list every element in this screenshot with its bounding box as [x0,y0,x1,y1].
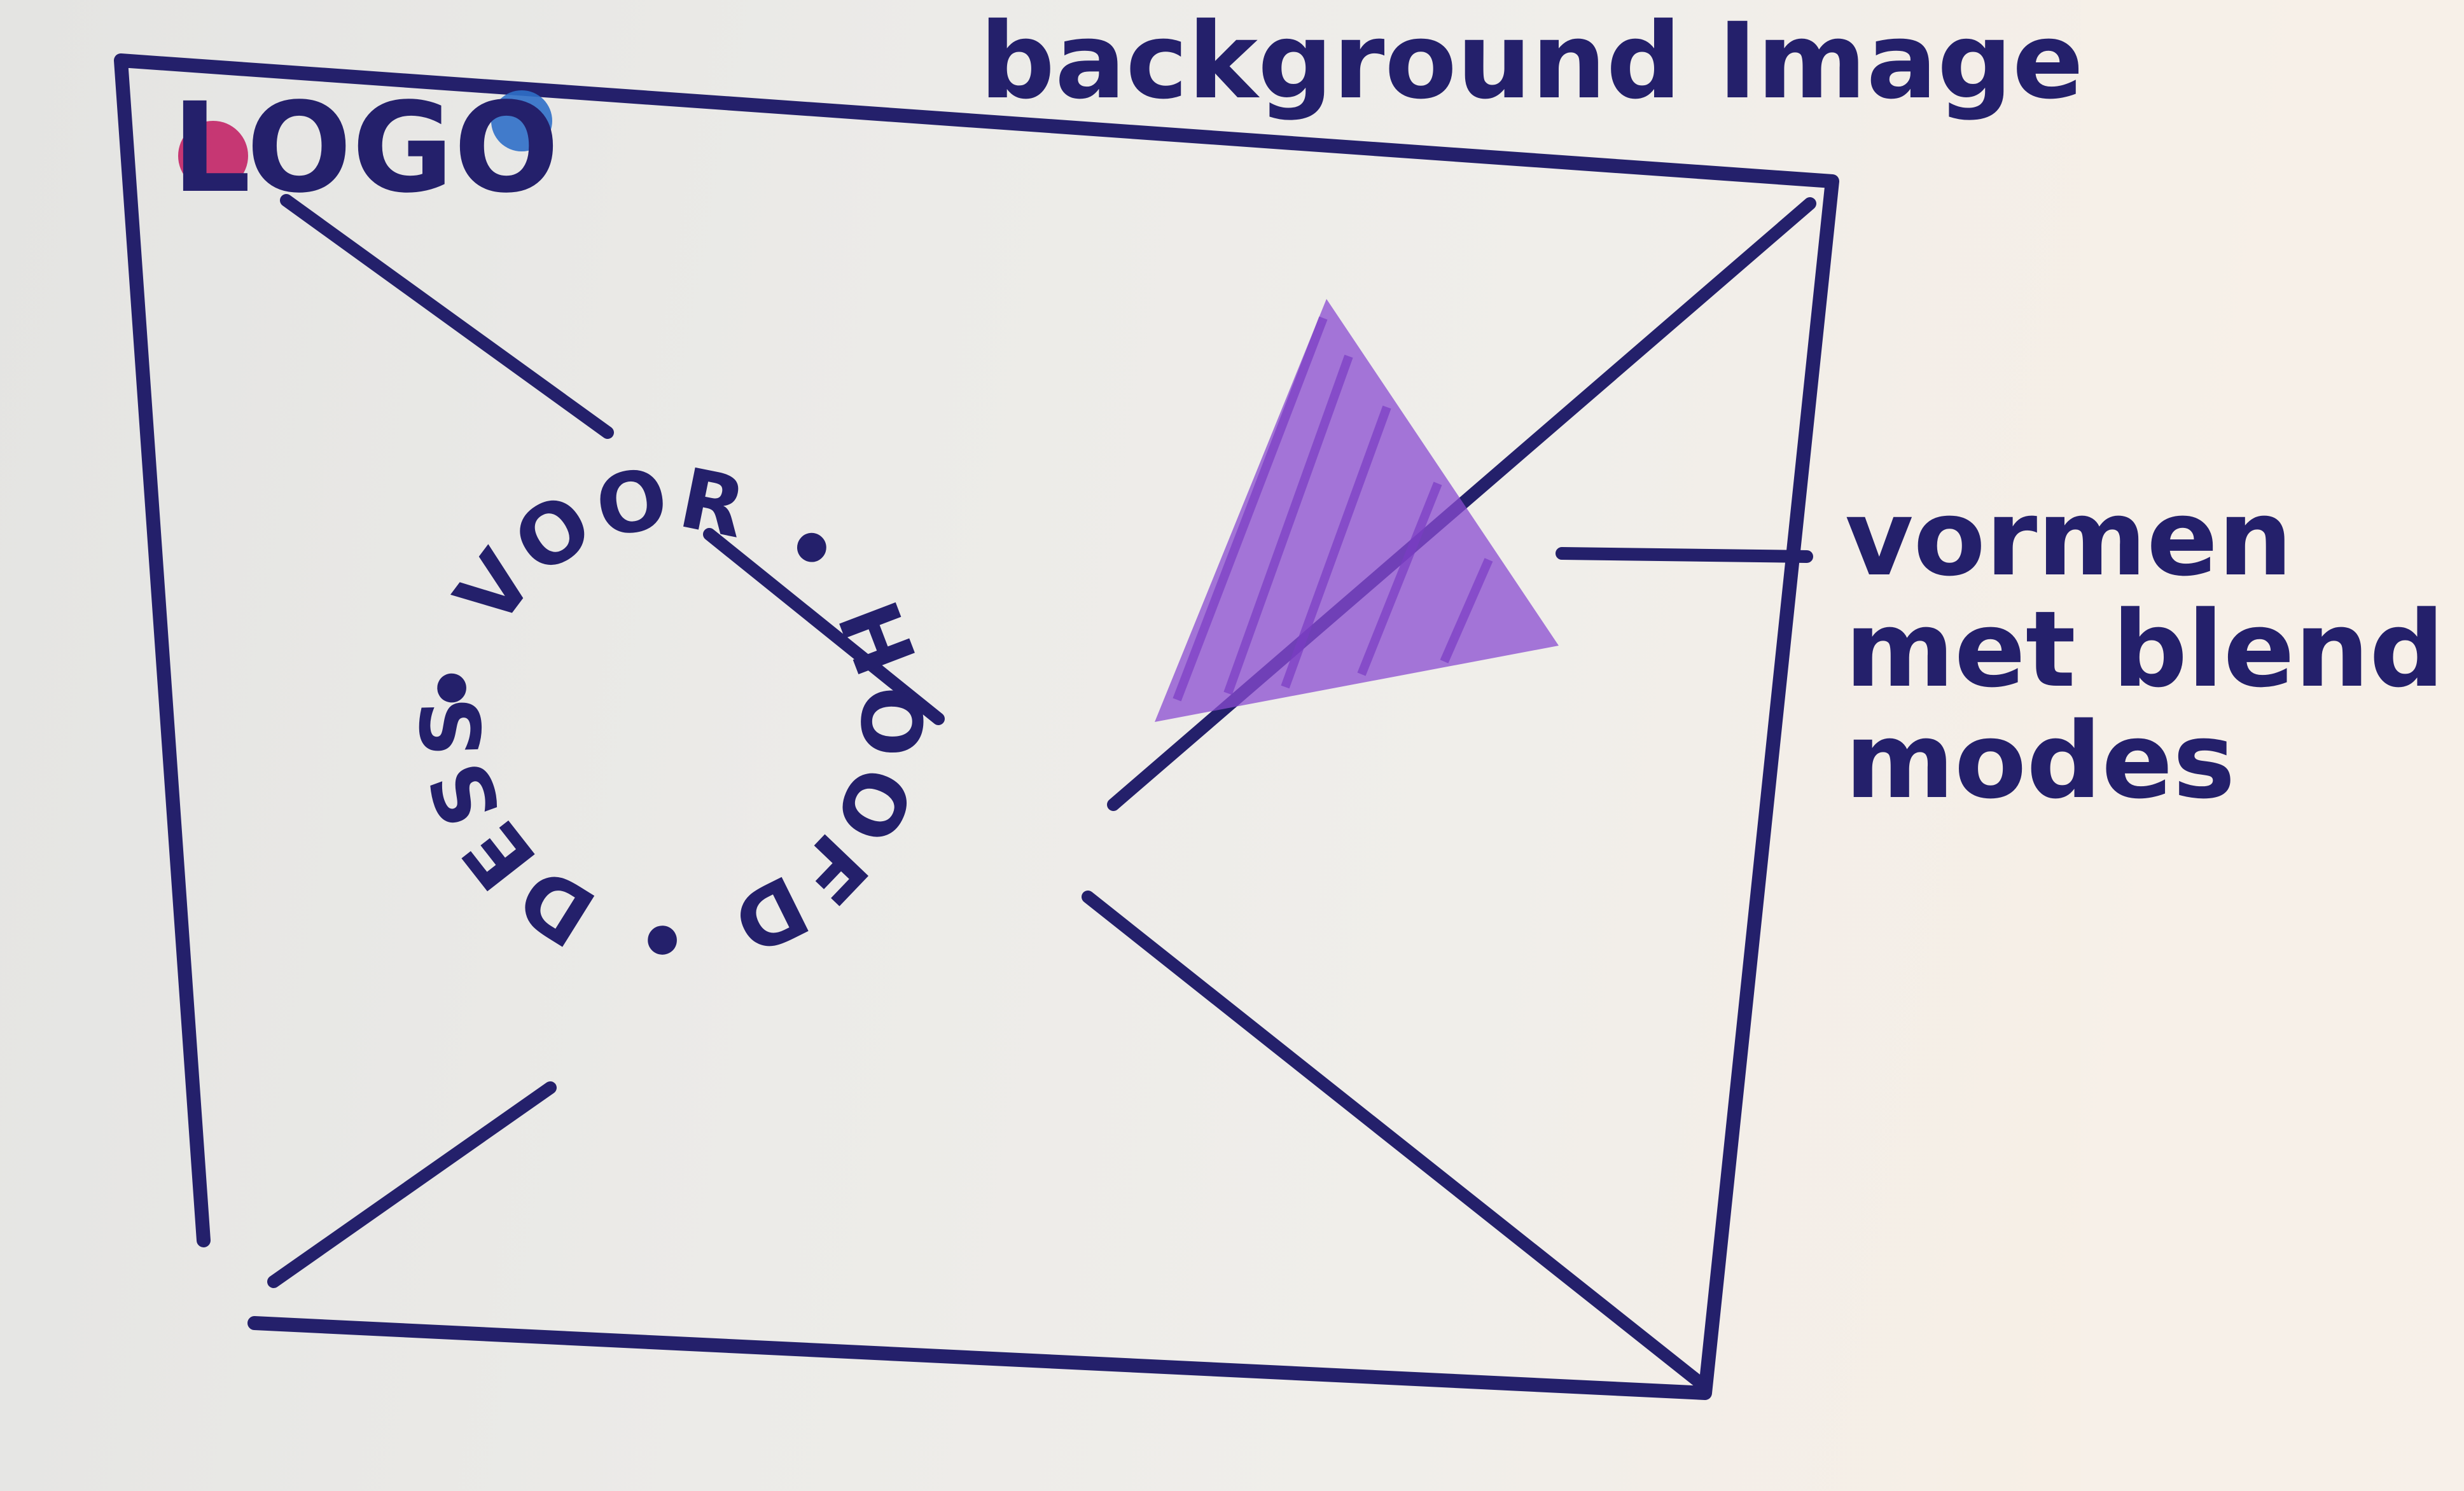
paper-fold-shade [2080,0,2464,1491]
blend-modes-annotation: vormen met blend modes [1845,483,2444,817]
annotation-connector [1556,547,1813,563]
background-frame [114,53,1839,1400]
menu-separator: • [630,889,691,988]
blend-mode-triangle-shape [1155,299,1559,722]
menu-item-hoofd[interactable]: HOOFD [714,589,940,974]
background-image-annotation: background Image [980,0,2084,122]
triangle-scribble [1173,316,1493,702]
menu-separator: • [0,0,29,20]
menu-item-borrel[interactable]: BORREL [0,0,37,20]
annotation-line: modes [1845,700,2236,822]
logo-dot-pink [178,121,248,191]
annotation-line: met blend [1845,588,2445,711]
annotation-line: vormen [1845,477,2293,599]
logo-text: LOGO [172,76,559,220]
menu-item-voor[interactable]: VOOR [437,448,758,642]
logo-dot-blue [491,90,552,151]
